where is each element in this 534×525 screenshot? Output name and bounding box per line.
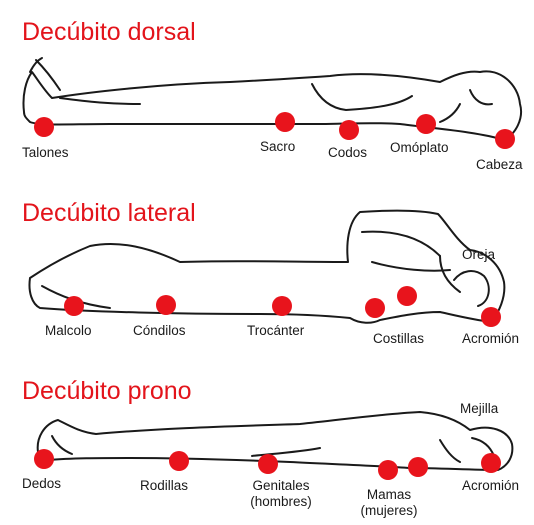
label-genitales: Genitales (hombres) <box>243 478 319 510</box>
pressure-point-genitales <box>258 454 278 474</box>
pressure-point-cabeza <box>495 129 515 149</box>
label-malcolo: Malcolo <box>45 323 92 339</box>
pressure-point-costillas-1 <box>365 298 385 318</box>
label-talones: Talones <box>22 145 69 161</box>
label-acromion-prono: Acromión <box>462 478 519 494</box>
label-mamas: Mamas (mujeres) <box>354 487 424 519</box>
label-rodillas: Rodillas <box>140 478 188 494</box>
pressure-point-condilos <box>156 295 176 315</box>
pressure-point-sacro <box>275 112 295 132</box>
title-decubito-lateral: Decúbito lateral <box>22 201 196 226</box>
pressure-point-malcolo <box>64 296 84 316</box>
pressure-point-dedos <box>34 449 54 469</box>
label-omoplato: Omóplato <box>390 140 449 156</box>
title-decubito-prono: Decúbito prono <box>22 379 192 404</box>
pressure-point-acromion-lateral <box>481 307 501 327</box>
label-oreja: Oreja <box>462 247 495 263</box>
pressure-point-costillas-2 <box>397 286 417 306</box>
label-dedos: Dedos <box>22 476 61 492</box>
label-cabeza: Cabeza <box>476 157 523 173</box>
label-costillas: Costillas <box>373 331 424 347</box>
pressure-point-trocanter <box>272 296 292 316</box>
dorsal-body-outline <box>23 58 521 140</box>
pressure-point-talones <box>34 117 54 137</box>
label-codos: Codos <box>328 145 367 161</box>
label-mejilla: Mejilla <box>460 401 498 417</box>
lateral-body-outline <box>29 211 504 323</box>
pressure-point-acromion-prono <box>481 453 501 473</box>
pressure-point-mamas-1 <box>378 460 398 480</box>
pressure-point-codos <box>339 120 359 140</box>
pressure-point-omoplato <box>416 114 436 134</box>
title-decubito-dorsal: Decúbito dorsal <box>22 20 196 45</box>
pressure-point-rodillas <box>169 451 189 471</box>
label-sacro: Sacro <box>260 139 295 155</box>
label-acromion-lateral: Acromión <box>462 331 519 347</box>
label-condilos: Cóndilos <box>133 323 186 339</box>
pressure-point-mamas-2 <box>408 457 428 477</box>
label-trocanter: Trocánter <box>247 323 304 339</box>
